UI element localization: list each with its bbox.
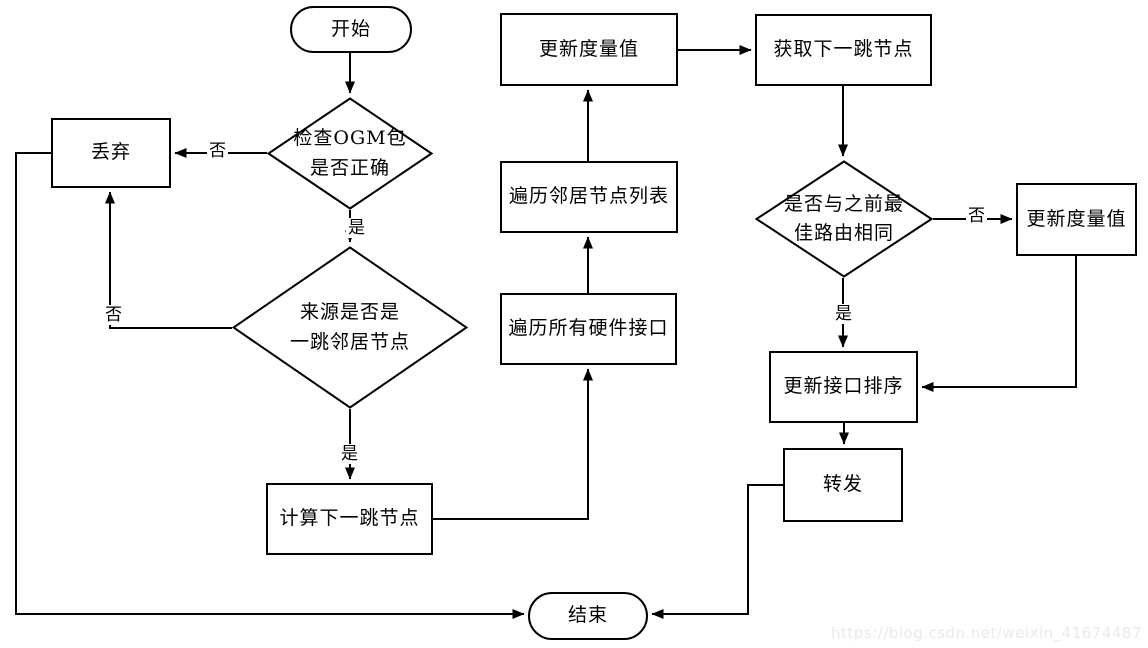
node-forward: 转发 bbox=[783, 448, 903, 522]
node-discard: 丢弃 bbox=[51, 118, 171, 188]
node-same-best-route-label: 是否与之前最 佳路由相同 bbox=[783, 192, 904, 244]
edge-label-same-best-route-yes: 是 bbox=[833, 304, 854, 325]
edge-calc-next-hop-to-iterate-interfaces bbox=[433, 368, 593, 520]
node-source-neighbor-label: 来源是否是 一跳邻居节点 bbox=[289, 301, 410, 353]
edge-label-source-neighbor-no: 否 bbox=[103, 305, 124, 326]
node-iterate-interfaces: 遍历所有硬件接口 bbox=[500, 293, 677, 365]
edge-update-metric-right-to-update-interface-order bbox=[921, 256, 1077, 392]
node-update-metric-top: 更新度量值 bbox=[500, 13, 678, 86]
node-same-best-route-decision: 是否与之前最 佳路由相同 bbox=[755, 160, 933, 278]
edge-source-neighbor-no-to-discard bbox=[105, 191, 232, 329]
node-check-ogm-label: 检查OGM包 是否正确 bbox=[293, 127, 407, 179]
edge-label-check-ogm-no: 否 bbox=[207, 141, 228, 162]
node-update-metric-right: 更新度量值 bbox=[1016, 183, 1137, 256]
node-calc-next-hop-label: 计算下一跳节点 bbox=[279, 507, 420, 530]
diamond-shape bbox=[232, 246, 468, 409]
node-update-interface-order-label: 更新接口排序 bbox=[783, 375, 904, 398]
node-start: 开始 bbox=[290, 6, 412, 53]
diamond-shape bbox=[267, 97, 433, 210]
node-update-metric-right-label: 更新度量值 bbox=[1026, 207, 1127, 230]
node-iterate-neighbors: 遍历邻居节点列表 bbox=[500, 161, 678, 233]
node-update-metric-top-label: 更新度量值 bbox=[538, 37, 639, 60]
node-get-next-hop-label: 获取下一跳节点 bbox=[773, 38, 914, 61]
node-update-interface-order: 更新接口排序 bbox=[769, 351, 918, 423]
node-source-neighbor-decision: 来源是否是 一跳邻居节点 bbox=[232, 246, 468, 409]
edge-discard-to-end bbox=[15, 152, 525, 619]
node-discard-label: 丢弃 bbox=[90, 141, 131, 164]
node-iterate-interfaces-label: 遍历所有硬件接口 bbox=[508, 317, 669, 340]
node-calc-next-hop: 计算下一跳节点 bbox=[266, 483, 433, 555]
node-start-label: 开始 bbox=[330, 17, 371, 40]
watermark-url: https://blog.csdn.net/weixin_41674487 bbox=[830, 624, 1142, 642]
node-end-label: 结束 bbox=[567, 604, 608, 627]
edge-forward-to-end bbox=[651, 484, 783, 619]
node-forward-label: 转发 bbox=[822, 473, 863, 496]
node-check-ogm-decision: 检查OGM包 是否正确 bbox=[267, 97, 433, 210]
diamond-shape bbox=[755, 160, 933, 278]
node-get-next-hop: 获取下一跳节点 bbox=[755, 14, 932, 86]
edge-label-source-neighbor-yes: 是 bbox=[339, 444, 360, 465]
node-iterate-neighbors-label: 遍历邻居节点列表 bbox=[508, 185, 669, 208]
node-end: 结束 bbox=[528, 592, 648, 640]
edge-label-same-best-route-no: 否 bbox=[966, 206, 987, 227]
edge-label-check-ogm-yes: 是 bbox=[346, 218, 367, 239]
